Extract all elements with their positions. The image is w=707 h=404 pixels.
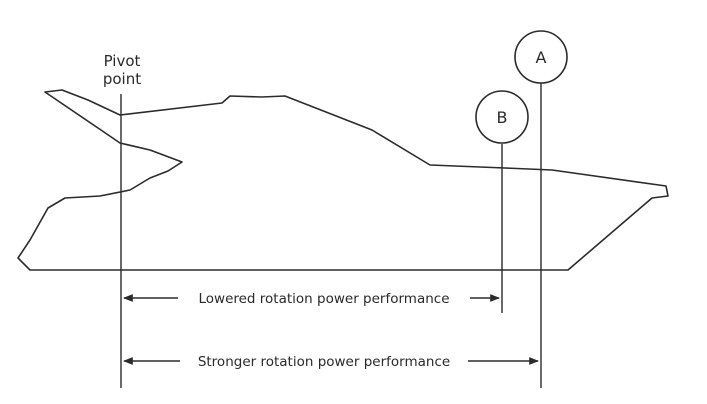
lowered-dimension: Lowered rotation power performance xyxy=(123,291,500,307)
marker-b: B xyxy=(475,90,529,144)
marker-a-circle xyxy=(514,30,568,84)
marker-b-label: B xyxy=(497,108,508,127)
pivot-label-line1: Pivot xyxy=(104,52,141,70)
stronger-dimension: Stronger rotation power performance xyxy=(123,354,539,370)
lowered-dimension-label: Lowered rotation power performance xyxy=(198,291,449,307)
stronger-dimension-label: Stronger rotation power performance xyxy=(198,354,450,370)
marker-b-circle xyxy=(475,90,529,144)
pivot-label-line2: point xyxy=(103,70,141,88)
marker-a: A xyxy=(514,30,568,84)
marker-a-label: A xyxy=(536,48,547,67)
boat-outline xyxy=(17,89,669,271)
